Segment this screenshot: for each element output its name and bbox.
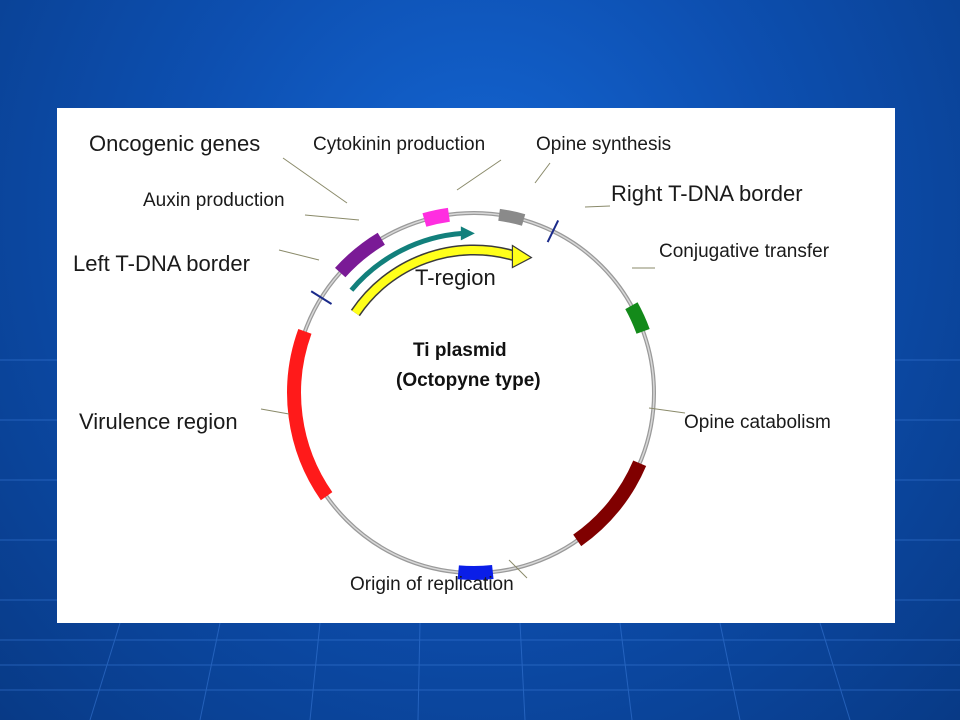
oncogenic-auxin-arc [334,232,386,278]
label-virulence-region: Virulence region [79,409,238,434]
diagram-panel: Oncogenic genes Cytokinin production Opi… [57,108,895,623]
label-conjugative-transfer: Conjugative transfer [659,241,830,262]
left-tdna-border-tick [310,290,333,305]
plasmid-diagram [260,157,686,580]
cytokinin-production-arc [422,207,450,227]
label-cytokinin-production: Cytokinin production [313,134,486,155]
teal-arrow-head [460,226,475,241]
label-left-tdna-border: Left T-DNA border [73,251,250,276]
leader-lines [260,157,686,579]
opine-synthesis-arc [498,208,526,226]
conjugative-transfer-arc [625,302,650,334]
label-oncogenic-genes: Oncogenic genes [89,131,261,156]
virulence-region-arc [287,329,333,501]
t-region-arrow-head [511,244,533,269]
diagram-title: Ti plasmid [413,340,507,361]
label-opine-catabolism: Opine catabolism [684,412,831,433]
label-right-tdna-border: Right T-DNA border [611,181,803,206]
origin-of-replication-arc [457,565,494,580]
label-t-region: T-region [415,265,496,290]
label-auxin-production: Auxin production [143,190,285,211]
right-tdna-border-tick [546,219,560,243]
label-opine-synthesis: Opine synthesis [536,134,672,155]
diagram-subtitle: (Octopyne type) [396,370,541,391]
t-region-arrow-fill [352,245,515,316]
opine-catabolism-arc [573,460,647,547]
teal-gene-arrow [349,230,463,292]
label-origin-of-replication: Origin of replication [350,574,514,595]
